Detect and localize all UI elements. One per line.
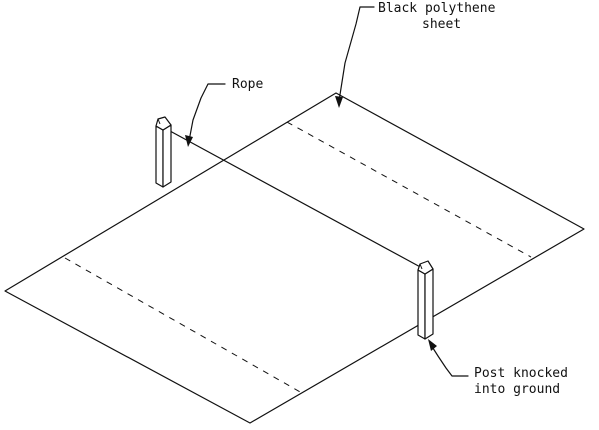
rope-leader <box>185 83 226 147</box>
rope-label: Rope <box>232 77 263 92</box>
sheet-leader <box>335 6 375 108</box>
sheet-label-line2: sheet <box>422 17 461 32</box>
sheet-fold-line-left <box>64 257 303 394</box>
polythene-sheet <box>4 92 585 424</box>
post-left-top <box>155 116 172 131</box>
post-right-top <box>417 260 434 275</box>
post-right-side <box>424 268 434 340</box>
rope-line <box>169 130 425 270</box>
sheet-label-line1: Black polythene <box>378 1 496 16</box>
post-left-side <box>162 124 172 188</box>
post-left <box>155 116 172 188</box>
post-right <box>417 260 434 340</box>
post-label-line2: into ground <box>474 382 560 397</box>
post-arrowhead <box>428 339 437 351</box>
post-left-front <box>155 125 164 188</box>
post-right-front <box>417 269 426 340</box>
sheet-outline <box>4 92 585 424</box>
post-leader <box>428 339 469 377</box>
rope-arrowhead <box>185 135 193 147</box>
sheet-fold-line-right <box>286 121 532 258</box>
post-label-line1: Post knocked <box>474 366 568 381</box>
sheet-arrowhead <box>335 96 343 108</box>
